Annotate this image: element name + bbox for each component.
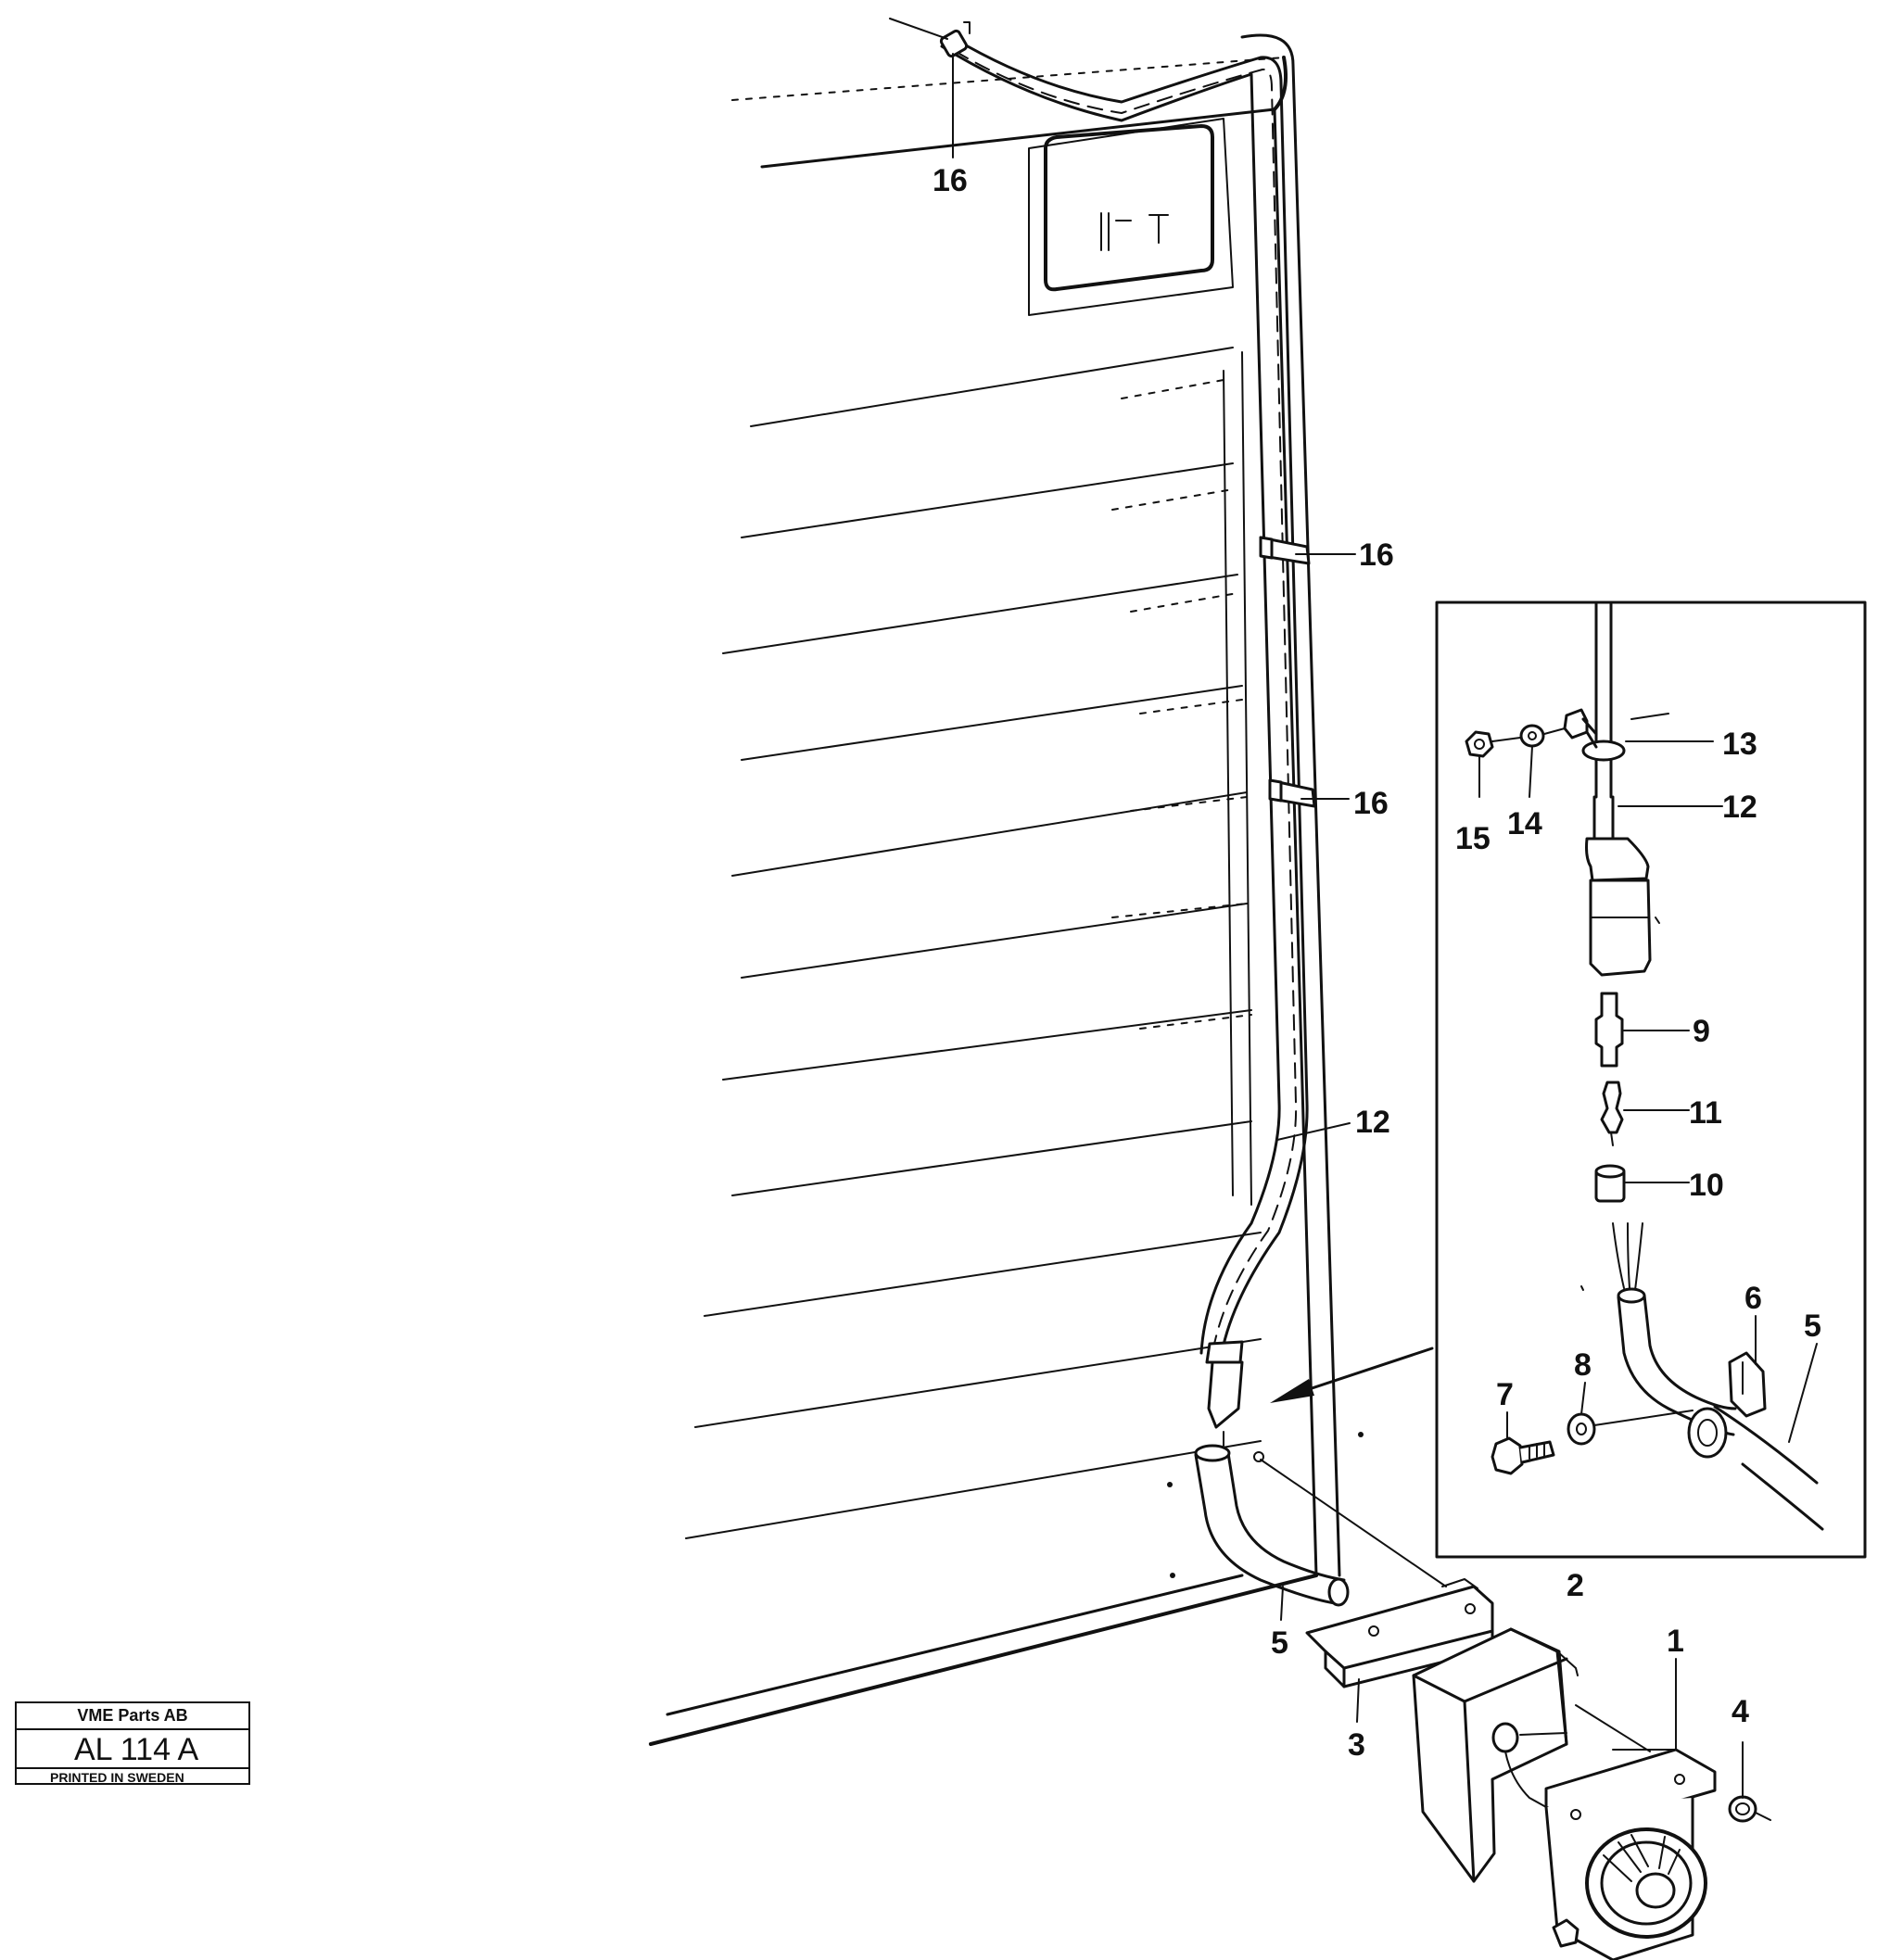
callout-labels: 16 16 16 12 5 3 2 1 4 13 12 15 14 9 11 1… [932, 163, 1821, 1763]
callout-5-detail: 5 [1804, 1309, 1821, 1344]
callout-11: 11 [1689, 1095, 1722, 1131]
detail-inset-frame [1435, 601, 1867, 1559]
printed-note: PRINTED IN SWEDEN [50, 1770, 184, 1785]
callout-2: 2 [1567, 1568, 1584, 1603]
terminal-11 [1600, 1081, 1624, 1146]
callout-16-mid: 16 [1359, 537, 1394, 573]
leader-lines [952, 53, 1818, 1799]
cover-2 [1412, 1627, 1568, 1883]
callout-14: 14 [1507, 806, 1542, 841]
callout-7: 7 [1496, 1377, 1514, 1412]
hose-5-main [1194, 1444, 1447, 1607]
buzzer-1 [1544, 1704, 1717, 1960]
callout-8: 8 [1574, 1347, 1592, 1383]
clip-16-mid [1259, 536, 1311, 565]
callout-6: 6 [1744, 1281, 1762, 1316]
callout-12-detail: 12 [1722, 790, 1757, 825]
cable-connector-lower [1205, 1340, 1244, 1447]
callout-13: 13 [1722, 727, 1757, 762]
detail-inset-parts [1465, 602, 1824, 1531]
callout-9: 9 [1693, 1014, 1710, 1049]
panel-ribs [685, 347, 1262, 1539]
callout-16-low: 16 [1353, 786, 1389, 821]
washer-14 [1519, 724, 1545, 748]
connector-housing [1585, 837, 1660, 977]
title-block: VME Parts AB AL 114 A PRINTED IN SWEDEN [15, 1701, 250, 1785]
callout-4: 4 [1732, 1694, 1749, 1729]
washer-8 [1567, 1412, 1596, 1446]
seal-10 [1594, 1164, 1626, 1203]
callout-3: 3 [1348, 1727, 1365, 1763]
drawing-code: AL 114 A [17, 1730, 248, 1769]
cab-rear-panel [649, 33, 1364, 1746]
nut-15 [1465, 730, 1494, 758]
callout-16-top: 16 [932, 163, 968, 198]
callout-10: 10 [1689, 1168, 1724, 1203]
clip-13 [1563, 708, 1669, 762]
callout-5-main: 5 [1271, 1625, 1288, 1661]
callout-15: 15 [1455, 821, 1491, 856]
callout-12-main: 12 [1355, 1105, 1390, 1140]
detail-pointer-arrow [1270, 1347, 1434, 1403]
pin-9 [1594, 992, 1624, 1068]
company-name: VME Parts AB [17, 1703, 248, 1730]
clip-6 [1687, 1351, 1767, 1459]
callout-1: 1 [1667, 1624, 1684, 1659]
cable-12-main [889, 18, 1316, 1447]
hose-5-detail [1617, 1287, 1824, 1531]
nut-4 [1728, 1795, 1771, 1823]
bolt-7 [1491, 1436, 1555, 1475]
clip-16-low [1268, 778, 1316, 808]
